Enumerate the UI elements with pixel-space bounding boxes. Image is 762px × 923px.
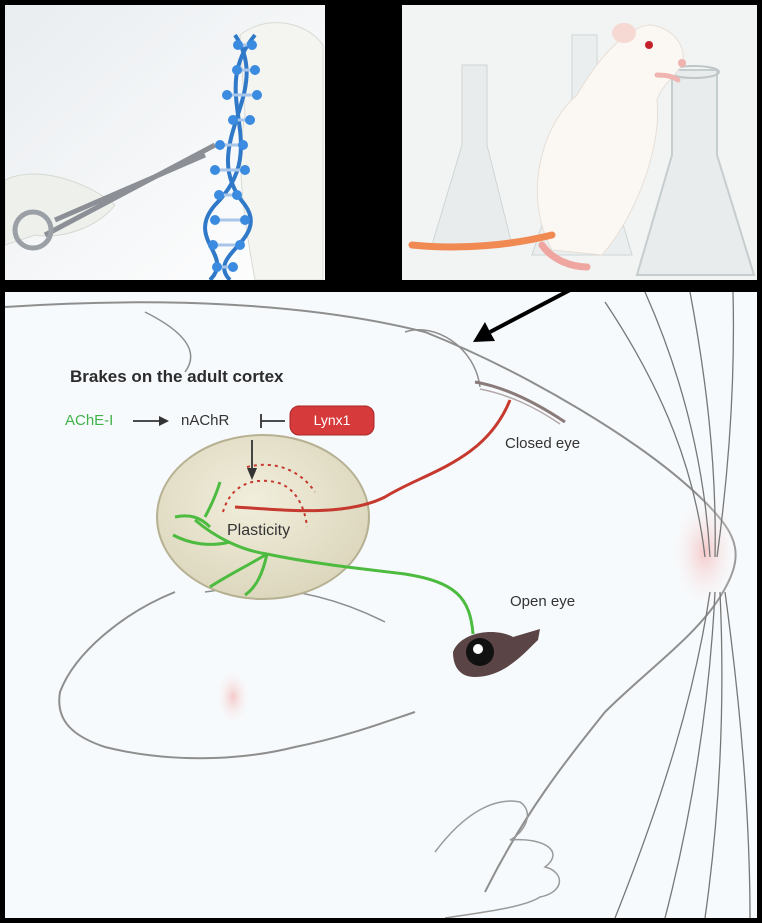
open-eye-label: Open eye xyxy=(510,593,575,610)
rat-cortex-illustration: Brakes on the adult cortex AChE-I nAChR … xyxy=(5,292,757,918)
agonist-label: AChE-I xyxy=(65,412,113,429)
diagram-title: Brakes on the adult cortex xyxy=(70,367,284,386)
receptor-label: nAChR xyxy=(181,412,230,429)
rat-flask-icon xyxy=(402,5,757,280)
arrow-right-icon xyxy=(340,95,400,135)
plasticity-label: Plasticity xyxy=(227,522,290,539)
closed-eye-label: Closed eye xyxy=(505,435,580,452)
inhibitor-label: Lynx1 xyxy=(314,412,351,428)
cortex-diagram: Brakes on the adult cortex AChE-I nAChR … xyxy=(5,292,757,918)
dna-editing-photo xyxy=(5,5,325,280)
dna-scissors-icon xyxy=(5,5,325,280)
lab-rat-photo xyxy=(402,5,757,280)
